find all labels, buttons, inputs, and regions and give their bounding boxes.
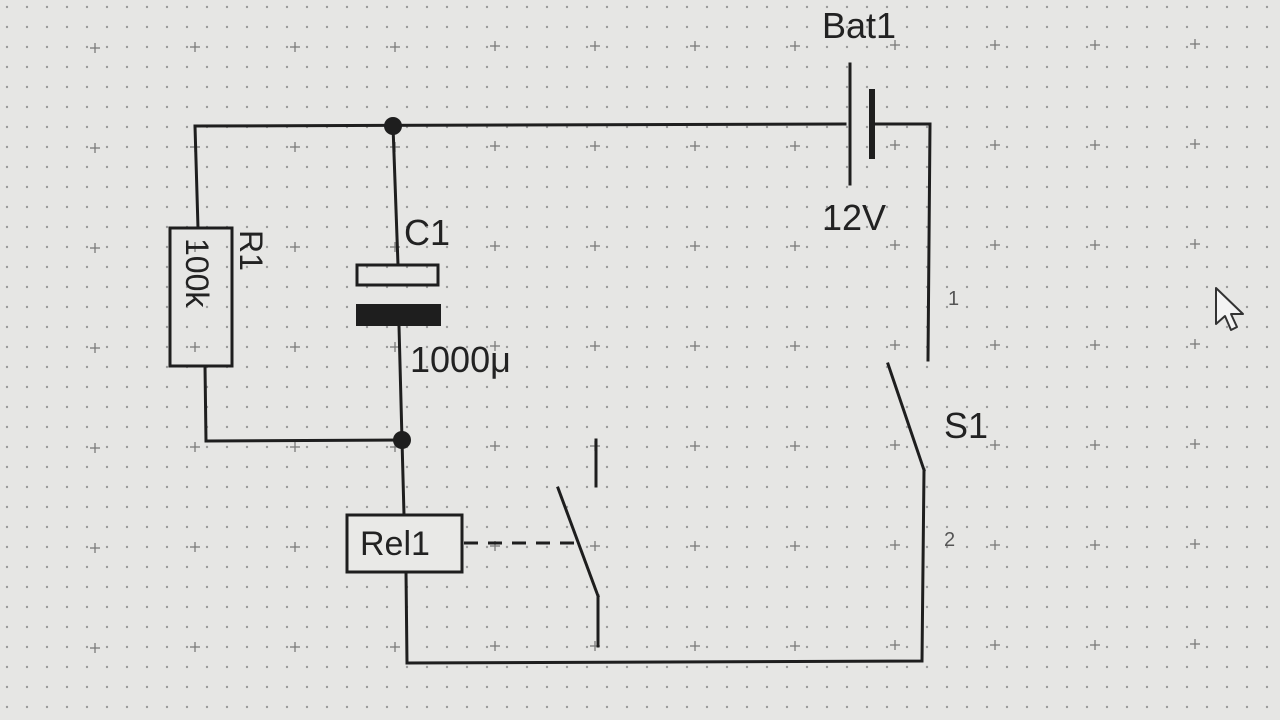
relay-coil [345, 513, 464, 574]
wire-r1-top [193, 124, 200, 230]
mouse-pointer-icon [1215, 287, 1244, 331]
grid-crosses [90, 39, 1200, 653]
junction-top [384, 117, 402, 135]
switch-name: S1 [944, 405, 988, 446]
wire-top-left [193, 122, 847, 128]
battery-value: 12V [822, 197, 886, 238]
capacitor-plate-positive [355, 263, 440, 287]
resistor-body [168, 226, 234, 368]
switch-s1[interactable]: S1 1 2 [886, 288, 988, 551]
wire-r1-bottom [203, 364, 404, 443]
wire-relay-bottom [404, 468, 926, 665]
resistor-value: 100k [179, 238, 215, 308]
relay-name: Rel1 [360, 525, 430, 563]
relay-rel1[interactable]: Rel1 [345, 438, 600, 648]
wire-c1-top [391, 124, 400, 267]
resistor-r1[interactable]: 100k R1 [168, 226, 269, 368]
junction-bottom [393, 431, 411, 449]
capacitor-name: C1 [404, 212, 450, 253]
relay-contact-blade [556, 486, 600, 598]
resistor-name: R1 [233, 230, 269, 271]
capacitor-plate-negative [356, 304, 441, 326]
switch-pin-2: 2 [944, 529, 955, 551]
switch-pin-1: 1 [948, 288, 959, 310]
battery-bat1[interactable]: Bat1 12V [822, 5, 896, 238]
switch-blade [886, 362, 926, 472]
capacitor-c1[interactable]: C1 1000μ [355, 212, 511, 380]
wire-top-right [872, 122, 932, 362]
battery-name: Bat1 [822, 5, 896, 46]
capacitor-value: 1000μ [410, 339, 511, 380]
